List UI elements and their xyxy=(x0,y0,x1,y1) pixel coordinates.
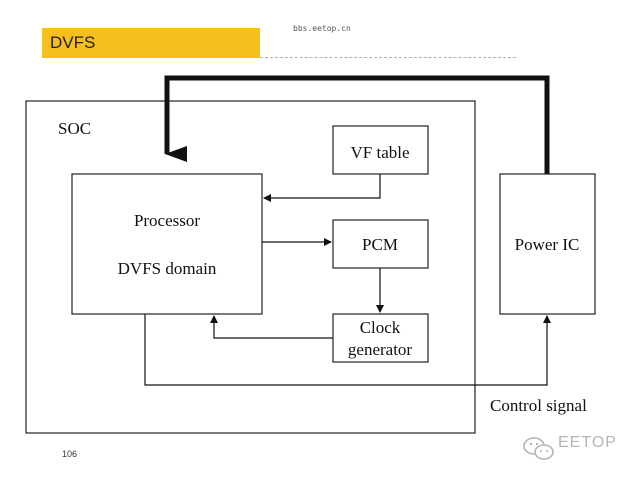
vf-to-processor-arrow xyxy=(263,174,381,202)
soc-label: SOC xyxy=(58,119,91,138)
control-signal-label: Control signal xyxy=(490,396,587,415)
brand-logo: EETOP xyxy=(558,434,617,451)
title-bar xyxy=(42,28,260,58)
wechat-icon xyxy=(523,437,554,460)
processor-box xyxy=(71,173,263,315)
power-ic-label: Power IC xyxy=(515,235,580,254)
control-signal-arrow xyxy=(144,314,551,386)
pcm-label: PCM xyxy=(362,235,398,254)
soc-box xyxy=(25,100,476,434)
page-number: 106 xyxy=(62,449,78,459)
clock-label: Clock xyxy=(360,318,401,337)
generator-label: generator xyxy=(348,340,413,359)
slide-title: DVFS xyxy=(50,33,96,52)
power-supply-arrow xyxy=(164,75,550,174)
watermark-url: bbs.eetop.cn xyxy=(293,24,351,33)
title-divider xyxy=(260,57,516,58)
clock-to-processor-arrow xyxy=(210,315,333,339)
dvfs-domain-label: DVFS domain xyxy=(118,259,217,278)
vf-table-label: VF table xyxy=(350,143,409,162)
processor-label: Processor xyxy=(134,211,200,230)
